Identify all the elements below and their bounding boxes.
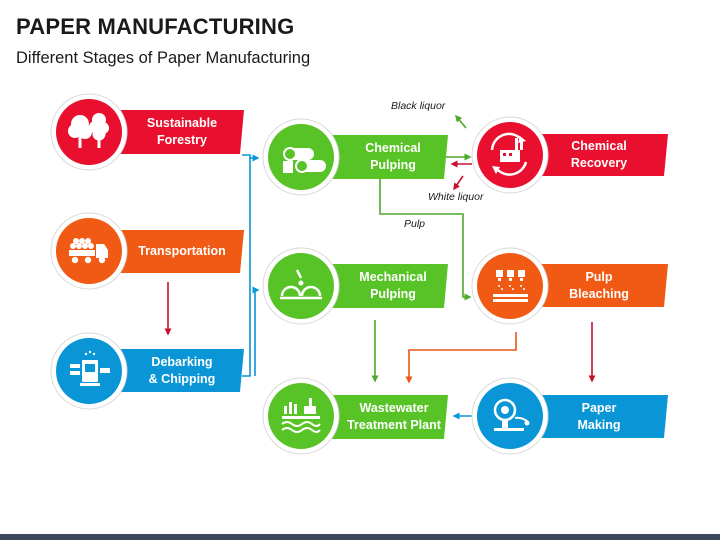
label-line1: Wastewater [359,401,429,415]
label-line2: Treatment Plant [347,418,441,432]
recovery-factory-icon [490,132,528,176]
label-line1: Chemical [571,139,627,153]
stage-chemical-recovery [471,116,668,194]
label-line2: Forestry [156,133,208,147]
label-wastewater: Wastewater Treatment Plant [338,395,450,439]
label-line2: Recovery [570,156,628,170]
label-chemical-pulping: Chemical Pulping [338,135,448,179]
label-line1: Pulp [585,269,613,284]
label-line1: Paper [581,400,617,415]
log-truck-icon [69,238,108,264]
label-line2: Making [577,417,621,432]
label-line1: Mechanical [359,270,427,284]
arrow-debarking-to-mechanical [252,286,260,376]
stage-debarking [50,332,244,410]
label-line1: Sustainable [146,116,218,130]
label-line2: Bleaching [569,286,629,301]
page-subtitle: Different Stages of Paper Manufacturing [16,49,311,67]
label-transportation: Transportation [124,230,240,273]
arrow-white-liquor [453,175,464,191]
label-paper-making: Paper Making [546,395,652,438]
arrow-black-liquor [455,114,467,129]
debarking-machine-icon [70,350,110,386]
label-chemical-recovery: Chemical Recovery [546,134,652,176]
arrow-bleaching-to-wastewater [405,332,517,384]
annotation-pulp: Pulp [404,218,426,230]
label-pulp-bleaching: Pulp Bleaching [546,264,652,307]
stage-sustainable-forestry [50,93,244,171]
footer-bar [0,534,720,540]
label-line1: Transportation [138,244,226,258]
label-line2: Pulping [370,287,416,301]
connectors [164,114,596,420]
trees-icon [68,113,109,148]
arrow-forestry-to-chemical [242,154,260,162]
page-title: PAPER MANUFACTURING [16,14,295,39]
stage-chemical-pulping [262,118,448,196]
annotation-white-liquor: White liquor [428,191,484,203]
water-plant-icon [281,398,321,433]
label-sustainable-forestry: Sustainable Forestry [124,110,240,154]
annotation-black-liquor: Black liquor [391,100,446,112]
stage-transportation [50,212,244,290]
arrow-debarking-bracket [242,158,251,377]
stage-mechanical-pulping [262,247,448,325]
label-debarking: Debarking & Chipping [124,349,240,392]
label-mechanical-pulping: Mechanical Pulping [338,264,448,308]
paper-machine-icon [493,398,530,431]
bleaching-sprayers-icon [493,270,528,302]
grinder-icon [280,269,322,300]
label-line1: Chemical [365,141,421,155]
stage-paper-making [471,377,668,455]
paper-rolls-icon [283,147,326,173]
label-line2: & Chipping [148,371,216,386]
arrow-pulp-to-bleaching [379,178,472,301]
label-line1: Debarking [151,354,213,369]
stage-wastewater [262,377,448,455]
stage-pulp-bleaching [471,247,668,325]
label-line2: Pulping [370,158,416,172]
